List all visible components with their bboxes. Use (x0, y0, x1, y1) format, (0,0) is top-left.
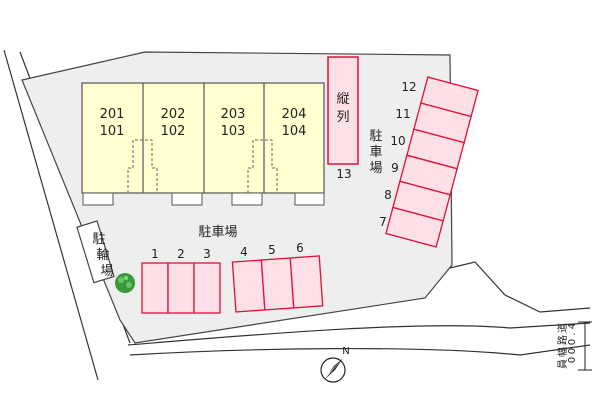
building-outline (81, 82, 325, 194)
unit-103-label: 103 (221, 124, 246, 139)
bicycle-label-char-2: 輪 (96, 247, 109, 263)
unit-203-label: 203 (221, 107, 246, 122)
tandem-label-char-2: 列 (336, 110, 349, 125)
road-width-char-4: 0 (567, 348, 578, 354)
unit-204-label: 204 (282, 107, 307, 122)
slot-number-1: 1 (151, 247, 159, 261)
road-width-char-5: 0 (567, 357, 578, 363)
bicycle-parking-box (76, 220, 115, 284)
slot-number-7: 7 (379, 215, 387, 229)
unit-101-label: 101 (100, 124, 125, 139)
parking-slot-3 (193, 262, 221, 314)
bicycle-parking: 駐 輪 場 (76, 220, 115, 284)
parking-slot-2 (167, 262, 195, 314)
parking-right-char-1: 駐 (369, 129, 382, 144)
parking-slot-5 (260, 257, 295, 311)
tree-icon (115, 273, 135, 293)
road-label-char-4: 員 (557, 359, 569, 369)
bicycle-label-char-1: 駐 (92, 232, 105, 247)
parking-right-label: 駐 車 場 (369, 129, 382, 176)
parking-slot-1 (141, 262, 169, 314)
unit-102-label: 102 (161, 124, 186, 139)
slot-number-11: 11 (395, 107, 410, 121)
unit-201-label: 201 (100, 107, 125, 122)
slot-number-3: 3 (203, 247, 211, 261)
parking-group-a (141, 262, 221, 314)
slot-number-9: 9 (391, 161, 399, 175)
tandem-slot-13 (327, 56, 359, 165)
parking-right-char-2: 車 (369, 145, 382, 160)
slot-number-8: 8 (384, 188, 392, 202)
parking-slot-4 (231, 259, 266, 313)
parking-group-b (231, 255, 324, 313)
parking-slot-6 (289, 255, 324, 309)
parking-right-slots (385, 76, 479, 248)
apartment-building: 201 101 202 102 203 103 204 104 (81, 82, 325, 206)
unit-202-label: 202 (161, 107, 186, 122)
parking-right-char-3: 場 (369, 161, 382, 176)
slot-number-2: 2 (177, 247, 185, 261)
road-label-char-1: 道 (556, 323, 569, 333)
slot-number-13: 13 (336, 167, 351, 181)
parking-center-label: 駐車場 (198, 225, 237, 240)
road-label-char-2: 路 (556, 335, 569, 345)
road-width-char-2: . (567, 332, 578, 335)
slot-number-10: 10 (390, 134, 405, 148)
compass-north-label: N (342, 346, 349, 357)
north-compass-icon: N (320, 346, 350, 383)
bicycle-label-char-3: 場 (100, 264, 113, 279)
tandem-parking-slot: 縦 列 13 (327, 56, 359, 181)
road-width-char-3: 0 (567, 339, 578, 345)
slot-number-4: 4 (240, 245, 248, 259)
slot-number-12: 12 (401, 80, 416, 94)
road-width-annotation: 道 路 幅 員 4 . 0 0 0 (556, 321, 592, 371)
unit-104-label: 104 (282, 124, 307, 139)
tandem-label-char-1: 縦 (336, 92, 349, 107)
road-width-char-1: 4 (567, 323, 578, 329)
slot-number-6: 6 (296, 241, 304, 255)
road-label-char-3: 幅 (556, 347, 569, 357)
parking-slot-7 (385, 206, 444, 248)
slot-number-5: 5 (268, 243, 276, 257)
